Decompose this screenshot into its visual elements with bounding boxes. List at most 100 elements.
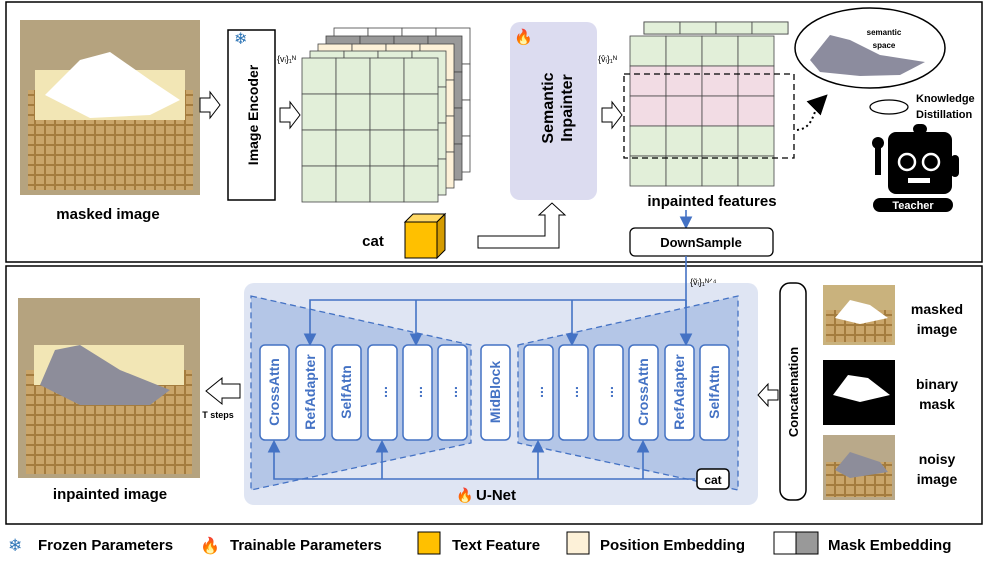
feature-cell xyxy=(335,93,371,131)
feature-cell xyxy=(403,165,439,203)
mask-embedding-swatch-gray xyxy=(795,531,819,555)
t-steps-label: T steps xyxy=(202,410,234,420)
text-feature-cube xyxy=(403,212,447,260)
masked-feature-cell xyxy=(629,95,667,127)
semantic-space-label: space xyxy=(873,41,896,50)
feature-cell xyxy=(301,129,337,167)
input-masked-image xyxy=(823,285,895,345)
masked-region-box xyxy=(623,73,795,159)
unet-block-box xyxy=(523,344,554,441)
input-label: binary xyxy=(916,376,958,392)
legend-text-feature: Text Feature xyxy=(452,537,540,554)
unet-block-label: ... xyxy=(600,386,616,398)
knowledge-distillation-label: Knowledge xyxy=(916,93,975,105)
concatenation-label: Concatenation xyxy=(786,347,801,437)
unet-block: SelfAttn xyxy=(331,344,362,441)
input-label: image xyxy=(917,321,958,337)
unet-block: ... xyxy=(367,344,398,441)
arrow-icon xyxy=(199,90,221,120)
feature-cell xyxy=(629,35,667,67)
feature-cell xyxy=(665,125,703,157)
unet-block-label: SelfAttn xyxy=(706,365,722,419)
unet-block-box xyxy=(402,344,433,441)
feature-cell xyxy=(369,129,405,167)
feature-cell xyxy=(403,57,439,95)
cat-label: cat xyxy=(704,473,721,487)
unet-block-box xyxy=(593,344,624,441)
distillation-arrow xyxy=(796,94,828,131)
input-label: image xyxy=(917,471,958,487)
flame-icon: 🔥 xyxy=(200,536,220,555)
feature-cell xyxy=(301,57,337,95)
semantic-inpainter-label: Semantic xyxy=(540,72,557,143)
legend-mask-embedding: Mask Embedding xyxy=(828,537,951,554)
feature-cell xyxy=(369,165,405,203)
unet-block-box xyxy=(295,344,326,441)
unet-block-label: CrossAttn xyxy=(266,358,282,426)
feature-cell xyxy=(403,129,439,167)
unet-block: CrossAttn xyxy=(259,344,290,441)
feature-cell xyxy=(701,35,739,67)
legend-frozen: Frozen Parameters xyxy=(38,537,173,554)
masked-image xyxy=(20,20,200,195)
arrow-icon xyxy=(601,100,623,130)
unet-block-label: SelfAttn xyxy=(338,365,354,419)
feature-cell xyxy=(665,35,703,67)
text-feature-label: cat xyxy=(362,233,384,250)
input-label: noisy xyxy=(919,451,956,467)
semantic-space-bubble xyxy=(794,7,946,89)
unet-block-label: ... xyxy=(565,386,581,398)
knowledge-distillation-label: Distillation xyxy=(916,109,973,121)
downsample-box xyxy=(629,227,774,257)
unet-block: RefAdapter xyxy=(295,344,326,441)
unet-block: MidBlock xyxy=(480,344,511,441)
input-noisy-image xyxy=(823,435,895,500)
downsample-label: DownSample xyxy=(660,235,742,250)
encoder-features-symbol: {vᵢ}₁ᴺ xyxy=(277,54,296,64)
semantic-inpainter-label: Inpainter xyxy=(559,74,576,142)
unet-block-label: ... xyxy=(530,386,546,398)
inpainted-features-label: inpainted features xyxy=(647,193,776,210)
unet-block-label: RefAdapter xyxy=(671,354,687,430)
feature-cell xyxy=(301,165,337,203)
unet-block-box xyxy=(664,344,695,441)
unet-block-box xyxy=(628,344,659,441)
input-label: masked xyxy=(911,301,963,317)
feature-cell xyxy=(629,125,667,157)
feature-cell xyxy=(679,21,717,35)
teacher-robot-icon xyxy=(872,124,959,212)
feature-cell xyxy=(335,165,371,203)
legend-trainable: Trainable Parameters xyxy=(230,537,382,554)
snowflake-icon: ❄ xyxy=(234,31,247,48)
teacher-label: Teacher xyxy=(892,200,934,212)
inpainted-image-label: inpainted image xyxy=(53,486,167,503)
inpainted-image xyxy=(18,298,200,478)
unet-block: RefAdapter xyxy=(664,344,695,441)
masked-feature-cell xyxy=(737,65,775,97)
feature-cell xyxy=(629,155,667,187)
masked-feature-cell xyxy=(701,95,739,127)
flame-icon: 🔥 xyxy=(456,487,473,504)
bottom-panel xyxy=(5,265,983,525)
arrow-icon xyxy=(757,382,779,408)
masked-feature-cell xyxy=(665,95,703,127)
feature-cell xyxy=(369,57,405,95)
arrow-icon xyxy=(477,202,567,249)
feature-cell xyxy=(301,93,337,131)
unet-block-box xyxy=(367,344,398,441)
unet-block-box xyxy=(558,344,589,441)
top-panel xyxy=(5,1,983,263)
feature-cell xyxy=(737,155,775,187)
unet-block-label: CrossAttn xyxy=(635,358,651,426)
thought-bubble-small xyxy=(869,99,909,115)
arrow-icon xyxy=(279,100,301,130)
feature-cell xyxy=(665,155,703,187)
unet-label: U-Net xyxy=(476,487,516,504)
unet-block-box xyxy=(699,344,730,441)
unet-block: ... xyxy=(558,344,589,441)
feature-cell xyxy=(751,21,789,35)
masked-feature-cell xyxy=(737,95,775,127)
input-binary-mask xyxy=(823,360,895,425)
cat-silhouette xyxy=(810,35,925,76)
